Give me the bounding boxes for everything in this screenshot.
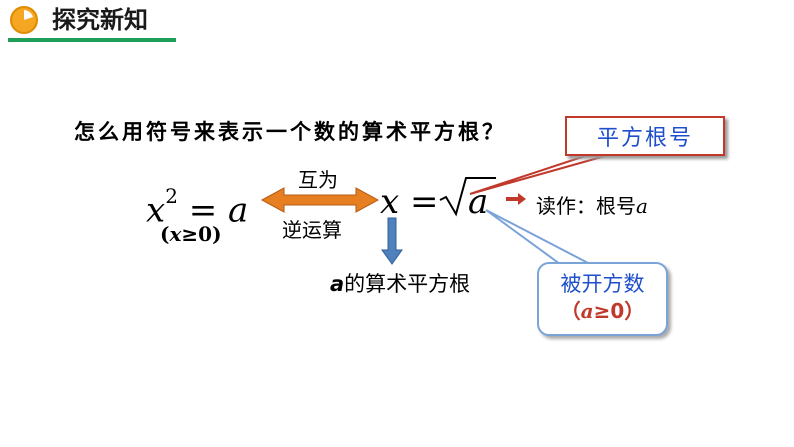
radical-sign-callout-label: 平方根号 — [596, 126, 693, 151]
arrow-bottom-label: 逆运算 — [282, 218, 342, 242]
radicand-cond-open: （ — [560, 299, 581, 323]
read-as-var: a — [636, 194, 648, 218]
cond-rest: ≥0) — [181, 222, 222, 246]
radicand-cond-rest: ≥0） — [593, 299, 645, 323]
arith-root-text: 的算术平方根 — [344, 272, 471, 296]
equation-right: x = — [380, 182, 439, 222]
pie-chart-icon — [10, 6, 38, 34]
eq-left-rhs: a — [228, 190, 249, 231]
eq-left-equals: = — [188, 190, 218, 231]
radicand-callout-title: 被开方数 — [560, 272, 645, 296]
page-title: 探究新知 — [52, 6, 148, 34]
radical-callout-pointer — [469, 155, 606, 195]
radicand-callout-condition: （a≥0） — [539, 298, 666, 324]
down-arrow — [381, 217, 403, 265]
eq-right-radicand: a — [468, 182, 489, 222]
eq-right-equals: = — [410, 182, 439, 222]
radical-sign — [439, 177, 496, 217]
eq-left-base: x — [146, 190, 166, 231]
read-as-label: 读作：根号 — [536, 194, 636, 218]
condition-left: (x≥0) — [160, 222, 222, 246]
double-arrow — [260, 187, 380, 213]
radical-sign-callout: 平方根号 — [565, 116, 725, 156]
radicand-cond-var: a — [580, 299, 594, 323]
radicand-callout: 被开方数 （a≥0） — [537, 262, 668, 336]
cond-open: ( — [160, 222, 170, 246]
read-as-arrow — [506, 193, 526, 205]
read-as-text: 读作：根号a — [536, 190, 648, 219]
equation-left: x2 = a — [146, 182, 248, 230]
arrow-top-label: 互为 — [298, 168, 338, 192]
eq-left-exponent: 2 — [165, 184, 178, 208]
arithmetic-root-label: a的算术平方根 — [330, 268, 470, 298]
eq-right-lhs: x — [380, 182, 400, 222]
cond-var: x — [169, 222, 182, 246]
question-text: 怎么用符号来表示一个数的算术平方根？ — [74, 120, 506, 144]
title-underline — [8, 38, 176, 42]
arith-root-var: a — [330, 272, 345, 296]
